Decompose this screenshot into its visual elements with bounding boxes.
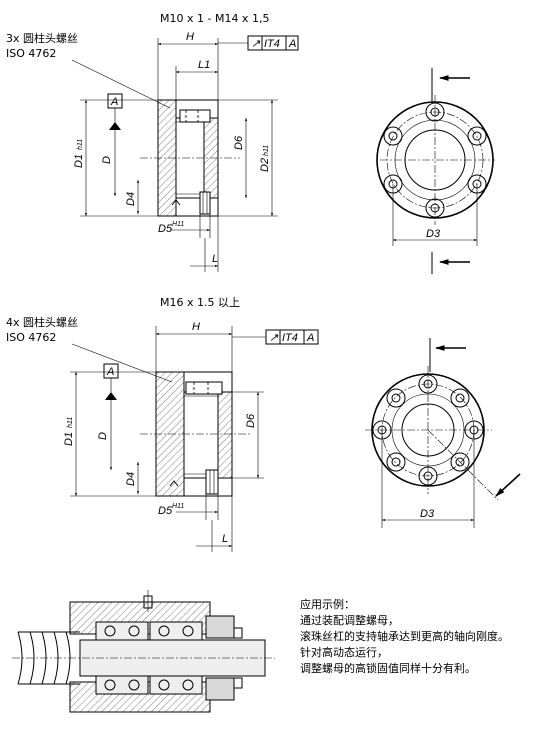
top-dimensions: H L1 ↗ IT4 A A D1 h11 D [73,31,299,272]
svg-text:IT4: IT4 [264,38,280,50]
svg-text:IT4: IT4 [282,332,298,344]
svg-text:h11: h11 [67,417,74,428]
middle-dim-d: D [97,432,109,440]
svg-text:针对高动态运行，: 针对高动态运行， [300,645,388,659]
top-dim-d1: D1 [73,154,85,168]
middle-dim-d5: D5 [158,505,173,517]
svg-text:A: A [288,38,296,50]
middle-front-view: D3 [365,338,521,528]
top-front-view: D3 [376,68,495,274]
svg-text:↗: ↗ [251,38,261,50]
svg-text:H11: H11 [172,221,184,228]
top-side-view [140,99,240,217]
top-screw-label-1: 3x 圆柱头螺丝 [6,31,78,45]
middle-side-view [140,371,250,497]
svg-text:h11: h11 [77,139,84,150]
application-drawing [12,590,275,713]
adjusting-nut [205,615,243,701]
top-datum-a: A [107,93,123,130]
top-dim-d: D [101,156,113,164]
middle-screw-label-1: 4x 圆柱头螺丝 [6,315,78,329]
top-screw-callout: 3x 圆柱头螺丝 ISO 4762 [6,31,171,109]
top-dim-d4: D4 [125,192,137,206]
svg-text:通过装配调整螺母，: 通过装配调整螺母， [300,613,399,627]
middle-dim-h: H [192,321,200,333]
middle-dim-d1: D1 [63,432,75,446]
top-dim-l: L [212,253,218,265]
top-dim-l1: L1 [198,59,210,71]
svg-text:调整螺母的高锁固值同样十分有利。: 调整螺母的高锁固值同样十分有利。 [300,661,476,675]
middle-title: M16 x 1.5 以上 [160,296,240,309]
middle-dim-d3: D3 [420,508,435,520]
middle-datum-a: A [103,363,119,400]
top-tolerance-frame: ↗ IT4 A [218,35,299,51]
top-screw-label-2: ISO 4762 [6,47,56,60]
svg-text:A: A [306,332,314,344]
top-dim-h: H [186,31,194,43]
middle-screw-label-2: ISO 4762 [6,331,56,344]
top-dim-d6: D6 [233,135,245,150]
application-example-text: 应用示例： 通过装配调整螺母， 滚珠丝杠的支持轴承达到更高的轴向刚度。 针对高动… [300,597,509,675]
svg-text:应用示例：: 应用示例： [300,597,355,611]
svg-text:↗: ↗ [269,332,279,344]
bearings [95,621,203,695]
top-dim-d3: D3 [426,228,441,240]
middle-tolerance-frame: ↗ IT4 A [232,329,319,345]
middle-dim-d6: D6 [245,413,257,428]
middle-dim-l: L [222,533,228,545]
svg-text:h11: h11 [263,145,270,156]
top-dim-d2: D2 [259,158,271,172]
svg-text:A: A [110,96,118,108]
top-dim-d5: D5 [158,223,173,235]
svg-text:H11: H11 [172,503,184,510]
top-title: M10 x 1 - M14 x 1,5 [160,12,269,25]
middle-dim-d4: D4 [125,472,137,486]
middle-screw-callout: 4x 圆柱头螺丝 ISO 4762 [6,315,173,383]
svg-text:滚珠丝杠的支持轴承达到更高的轴向刚度。: 滚珠丝杠的支持轴承达到更高的轴向刚度。 [300,629,509,643]
middle-dimensions: H ↗ IT4 A A D1 h11 D D4 D6 D [63,321,319,552]
